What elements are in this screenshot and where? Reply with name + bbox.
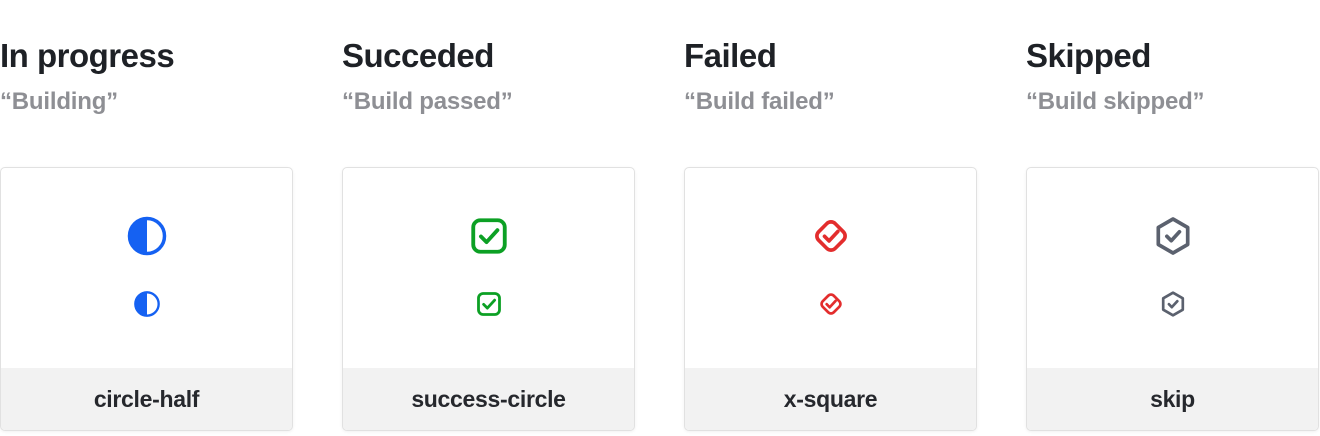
- status-column-skipped: Skipped “Build skipped” skip: [1026, 0, 1319, 436]
- circle-half-icon: [127, 216, 166, 256]
- check-square-icon: [470, 218, 507, 254]
- icon-card: x-square: [684, 167, 977, 431]
- status-title: Failed: [684, 37, 777, 74]
- icon-card-body: [1027, 168, 1318, 368]
- status-subtitle: “Building”: [0, 88, 118, 116]
- icon-card-footer: skip: [1027, 368, 1318, 430]
- status-column-in-progress: In progress “Building” circle-half: [0, 0, 293, 436]
- check-diamond-icon: [814, 220, 847, 252]
- status-title: Succeded: [342, 37, 494, 74]
- icon-card-footer: success-circle: [343, 368, 634, 430]
- icon-card: skip: [1026, 167, 1319, 431]
- check-hexagon-icon: [1155, 217, 1190, 255]
- circle-half-icon: [133, 291, 160, 317]
- icon-name-label: skip: [1150, 385, 1195, 412]
- check-diamond-icon: [819, 293, 842, 315]
- icon-card: circle-half: [0, 167, 293, 431]
- status-subtitle: “Build passed”: [342, 88, 513, 116]
- icon-card: success-circle: [342, 167, 635, 431]
- status-title: In progress: [0, 37, 175, 74]
- icon-name-label: x-square: [783, 385, 878, 412]
- icon-card-body: [685, 168, 976, 368]
- check-hexagon-icon: [1161, 291, 1184, 317]
- icon-name-label: success-circle: [411, 385, 566, 412]
- status-title: Skipped: [1026, 37, 1151, 74]
- icon-card-body: [343, 168, 634, 368]
- icon-name-label: circle-half: [93, 385, 200, 412]
- icon-card-footer: x-square: [685, 368, 976, 430]
- icon-card-footer: circle-half: [1, 368, 292, 430]
- status-column-failed: Failed “Build failed” x-square: [684, 0, 977, 436]
- status-column-succeeded: Succeded “Build passed” success-circle: [342, 0, 635, 436]
- check-square-icon: [476, 292, 501, 316]
- status-subtitle: “Build skipped”: [1026, 88, 1205, 116]
- status-subtitle: “Build failed”: [684, 88, 835, 116]
- icon-card-body: [1, 168, 292, 368]
